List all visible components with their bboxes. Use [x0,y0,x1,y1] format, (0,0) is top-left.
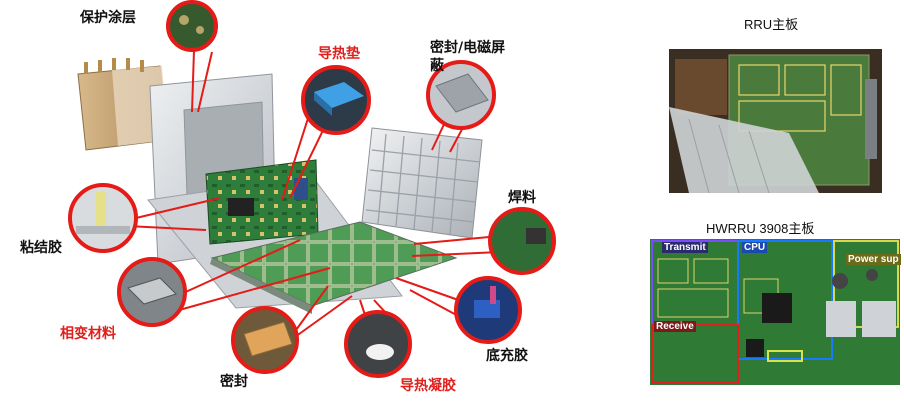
label-thermal-pad: 导热垫 [318,46,360,62]
callout-underfill [454,276,522,344]
shield-cover [361,127,483,239]
callout-seal-emi [426,60,496,130]
board-tag-receive: Receive [654,321,696,332]
caption-hwrru: HWRRU 3908主板 [706,221,815,236]
label-seal-emi-line2: 蔽 [430,58,444,74]
callout-solder [488,207,556,275]
callout-lines [125,49,501,343]
label-adhesive: 粘结胶 [20,240,62,256]
board-tag-transmit: Transmit [662,242,708,253]
label-seal-emi-line1: 密封/电磁屏 [430,40,506,56]
callout-seal [231,306,299,374]
label-thermal-gel: 导热凝胶 [400,378,456,394]
label-solder: 焊料 [508,190,536,206]
board-tag-cpu: CPU [742,242,768,253]
board-tag-power: Power sup [846,254,901,265]
callout-thermal-gel [344,310,412,378]
callout-adhesive [68,183,138,253]
label-coating: 保护涂层 [80,10,136,26]
main-board [210,221,458,314]
label-phase-change: 相变材料 [60,326,116,342]
vertical-pcb [205,159,319,245]
caption-rru: RRU主板 [744,17,799,32]
callout-phase-change [117,257,187,327]
callout-thermal-pad [301,65,371,135]
callout-coating [166,0,218,52]
hwrru-board-photo [650,239,900,385]
label-underfill: 底充胶 [486,348,528,364]
label-seal: 密封 [220,374,248,390]
rru-board-photo [669,49,882,193]
